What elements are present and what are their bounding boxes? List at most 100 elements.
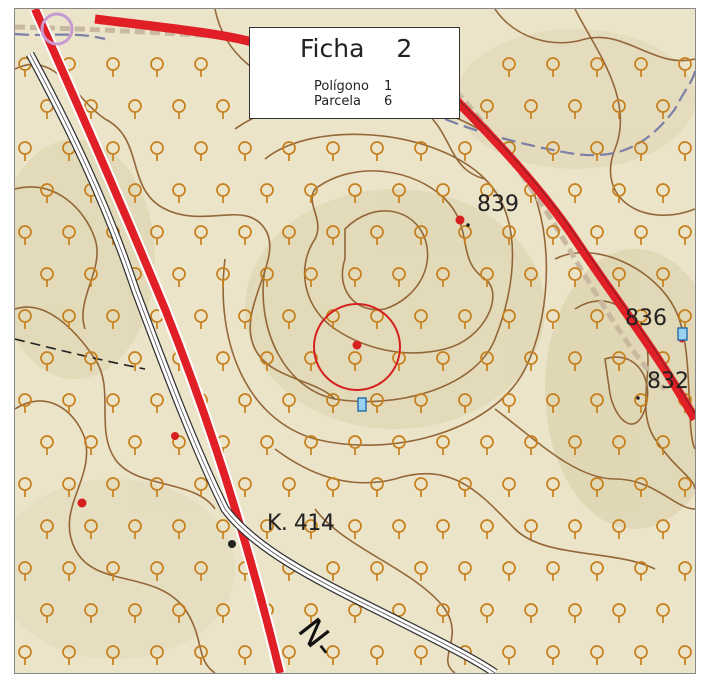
tree-icon (150, 57, 164, 77)
tree-icon (282, 645, 296, 665)
ficha-label: Ficha (300, 34, 365, 63)
tree-icon (480, 603, 494, 623)
tree-icon (502, 645, 516, 665)
tree-icon (194, 141, 208, 161)
tree-icon (194, 561, 208, 581)
tree-icon (458, 393, 472, 413)
tree-icon (282, 393, 296, 413)
tree-icon (150, 225, 164, 245)
tree-icon (458, 561, 472, 581)
tree-icon (326, 225, 340, 245)
tree-icon (84, 99, 98, 119)
tree-icon (304, 267, 318, 287)
tree-icon (524, 267, 538, 287)
tree-icon (568, 351, 582, 371)
tree-icon (304, 603, 318, 623)
tree-icon (18, 561, 32, 581)
tree-icon (128, 435, 142, 455)
tree-icon (612, 435, 626, 455)
tree-icon (194, 225, 208, 245)
tree-icon (260, 267, 274, 287)
tree-icon (568, 99, 582, 119)
tree-icon (524, 603, 538, 623)
km-marker-label: K. 414 (267, 511, 335, 536)
tree-icon (40, 519, 54, 539)
tree-icon (62, 645, 76, 665)
tree-icon (678, 141, 692, 161)
tree-icon (106, 57, 120, 77)
tree-icon (260, 183, 274, 203)
tree-icon (436, 519, 450, 539)
tree-icon (414, 309, 428, 329)
tree-icon (612, 351, 626, 371)
tree-icon (150, 477, 164, 497)
tree-icon (568, 603, 582, 623)
tree-icon (568, 519, 582, 539)
tree-icon (326, 393, 340, 413)
elevation-label-832: 832 (647, 369, 689, 394)
parcela-value: 6 (384, 94, 393, 109)
tree-icon (216, 519, 230, 539)
tree-icon (656, 519, 670, 539)
tree-icon (502, 393, 516, 413)
tree-icon (634, 645, 648, 665)
tree-icon (678, 57, 692, 77)
tree-icon (656, 183, 670, 203)
tree-icon (238, 393, 252, 413)
tree-icon (458, 477, 472, 497)
tree-icon (414, 561, 428, 581)
parcela-row: Parcela 6 (314, 94, 392, 109)
tree-icon (282, 477, 296, 497)
tree-icon (84, 267, 98, 287)
tree-icon (568, 183, 582, 203)
tree-icon (480, 183, 494, 203)
tree-icon (392, 435, 406, 455)
tree-icon (348, 351, 362, 371)
elevation-label-836: 836 (625, 306, 667, 331)
tree-icon (326, 141, 340, 161)
tree-icon (106, 309, 120, 329)
tree-icon (634, 225, 648, 245)
tree-icon (370, 141, 384, 161)
tree-icon (480, 99, 494, 119)
tree-icon (326, 561, 340, 581)
tree-icon (414, 141, 428, 161)
tree-icon (106, 477, 120, 497)
tree-icon (414, 645, 428, 665)
tree-icon (414, 477, 428, 497)
tree-icon (216, 183, 230, 203)
tree-icon (128, 519, 142, 539)
tree-icon (502, 225, 516, 245)
tree-icon (106, 141, 120, 161)
water-point-icon (357, 327, 688, 412)
tree-icon (612, 267, 626, 287)
tree-icon (150, 561, 164, 581)
tree-icon (480, 519, 494, 539)
tree-icon (260, 351, 274, 371)
tree-icon (392, 267, 406, 287)
tree-icon (348, 183, 362, 203)
parcela-label: Parcela (314, 94, 362, 109)
tree-icon (172, 603, 186, 623)
tree-icon (18, 309, 32, 329)
tree-icon (194, 477, 208, 497)
junction (40, 12, 74, 46)
tree-icon (216, 99, 230, 119)
tree-icon (370, 225, 384, 245)
tree-icon (656, 267, 670, 287)
black-dashed-line (15, 338, 146, 370)
tree-icon (590, 645, 604, 665)
tree-icon (480, 435, 494, 455)
tree-icon (84, 351, 98, 371)
tree-icon (216, 267, 230, 287)
tree-icon (546, 57, 560, 77)
tree-icon (282, 309, 296, 329)
tree-icon (590, 309, 604, 329)
tree-icon (40, 183, 54, 203)
tree-icon (678, 225, 692, 245)
admin-boundary (15, 32, 695, 157)
tree-icon (304, 435, 318, 455)
tree-icon (590, 225, 604, 245)
